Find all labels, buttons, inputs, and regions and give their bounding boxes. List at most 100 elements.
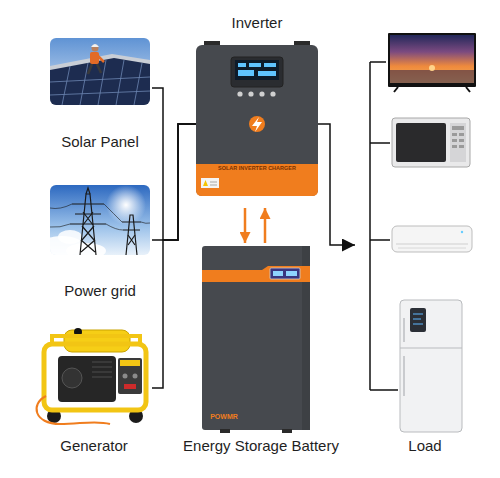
- solar-panel-photo: [80, 63, 88, 105]
- battery-device: [202, 266, 310, 282]
- solar-panel-photo: [50, 77, 150, 82]
- power-grid-photo: [86, 188, 90, 194]
- inverter-device: [237, 91, 242, 96]
- microwave-picture: [459, 139, 464, 142]
- solar-panel-photo: [50, 60, 150, 105]
- power-grid-photo: [81, 212, 95, 252]
- solar-panel-photo: [91, 44, 99, 47]
- microwave-picture: [450, 123, 466, 162]
- node-label: Energy Storage Battery: [183, 437, 339, 455]
- device-node: Energy Storage Battery: [172, 243, 350, 458]
- tv-picture: [388, 33, 476, 92]
- fridge-picture: [413, 314, 423, 324]
- microwave-picture: [396, 123, 446, 162]
- power-line: [152, 124, 196, 388]
- node-label: Load: [408, 437, 441, 455]
- solar-panel-photo: [134, 63, 142, 105]
- microwave-picture: [452, 139, 457, 142]
- inverter-device: [249, 63, 261, 67]
- solar-panel-photo: [97, 64, 101, 73]
- load-node: Load: [355, 30, 495, 458]
- microwave-picture: [459, 133, 464, 136]
- node-label: Power grid: [64, 282, 136, 300]
- generator-picture: [92, 362, 112, 377]
- battery-device: [202, 246, 310, 430]
- inverter-device: [196, 41, 318, 196]
- power-grid-photo: [70, 188, 141, 255]
- inverter-device: [238, 70, 254, 76]
- inverter-device: [210, 182, 217, 185]
- microwave-picture: [452, 126, 464, 148]
- connector-layer: [152, 88, 355, 388]
- generator-picture: [37, 328, 146, 424]
- inverter-device: [237, 91, 275, 96]
- node-label: Solar Panel: [61, 133, 139, 151]
- inverter-device: [258, 71, 276, 76]
- solar-panel-photo: [50, 54, 150, 105]
- connector-path: [244, 208, 247, 243]
- power-grid-photo: [70, 223, 106, 224]
- generator-picture: [92, 362, 112, 377]
- air-conditioner-picture: [396, 244, 468, 245]
- power-grid-photo: [50, 204, 150, 230]
- inverter-device: [238, 63, 246, 67]
- inverter-device: [252, 117, 262, 132]
- microwave-picture: [452, 126, 464, 130]
- solar-panel-photo: [92, 45, 99, 52]
- load-bus: [369, 62, 371, 390]
- power-grid-photo: [50, 224, 70, 227]
- generator-picture: [64, 330, 130, 352]
- power-grid-photo: [128, 235, 135, 245]
- fridge-picture: [403, 356, 405, 396]
- generator-picture: [118, 358, 142, 394]
- load-bus: [370, 61, 386, 63]
- generator-picture: [58, 356, 116, 402]
- microwave-picture: [392, 118, 470, 167]
- tv-picture: [390, 70, 474, 83]
- generator-picture: [62, 368, 82, 388]
- power-line: [152, 88, 196, 240]
- fridge-picture: [400, 300, 462, 432]
- tv-picture: [388, 33, 476, 87]
- power-grid-photo: [106, 185, 146, 225]
- generator-picture: [120, 360, 140, 366]
- inverter-device: [196, 164, 318, 196]
- generator-picture: [123, 374, 128, 379]
- node-label: Inverter: [232, 14, 283, 32]
- load-bus: [370, 142, 390, 144]
- generator-picture: [124, 384, 136, 389]
- connector-path: [152, 124, 196, 388]
- fridge-picture: [400, 300, 462, 432]
- power-grid-photo: [122, 221, 141, 222]
- connector-path: [152, 88, 196, 240]
- power-grid-photo: [50, 185, 150, 255]
- node-label: Generator: [60, 437, 128, 455]
- power-grid-photo: [126, 215, 137, 255]
- inverter-device: [249, 116, 265, 132]
- solar-panel-photo: [50, 38, 150, 105]
- inverter-device: [270, 91, 275, 96]
- battery-device: [270, 268, 300, 279]
- solar-panel-photo: [90, 52, 99, 64]
- air-conditioner-picture: [461, 231, 463, 233]
- power-grid-photo: [75, 213, 101, 214]
- microwave-picture: [452, 145, 457, 148]
- connector-path: [264, 208, 267, 243]
- brand-mark: POWMR: [204, 413, 244, 421]
- source-node: Generator: [36, 325, 152, 458]
- battery-device: [273, 271, 283, 276]
- air-conditioner-picture: [398, 248, 466, 249]
- battery-device: [282, 429, 292, 433]
- inverter-device: [259, 91, 264, 96]
- inverter-device: [201, 178, 219, 188]
- microwave-picture: [459, 145, 464, 148]
- inverter-device: [248, 91, 253, 96]
- air-conditioner-picture: [392, 226, 472, 252]
- inverter-device: [231, 57, 283, 87]
- battery-device: [286, 271, 297, 276]
- fridge-picture: [403, 318, 405, 342]
- power-grid-photo: [123, 229, 140, 230]
- power-grid-photo: [141, 222, 150, 223]
